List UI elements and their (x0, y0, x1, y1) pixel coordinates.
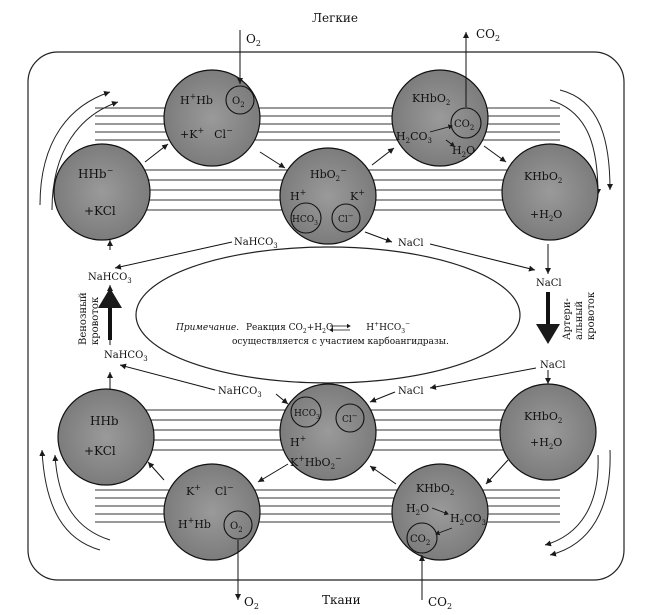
central-ellipse (135, 246, 521, 384)
svg-text:Cl−: Cl− (338, 212, 354, 225)
arterial-label-1: Артери- (562, 298, 573, 340)
svg-text:Cl−: Cl− (342, 412, 358, 425)
svg-text:KHbO2: KHbO2 (412, 92, 450, 107)
svg-text:HbO2−: HbO2− (310, 166, 347, 183)
svg-text:O2: O2 (244, 595, 259, 611)
svg-text:H2CO3: H2CO3 (396, 130, 432, 145)
svg-text:HCO3: HCO3 (292, 215, 318, 227)
venous-label-2: кровоток (90, 296, 101, 345)
cell-khbo2-co2-bottom (391, 463, 489, 561)
o2-bubble-top (225, 85, 255, 115)
tissues-label: Ткани (322, 593, 361, 607)
side-flow-arrows (39, 89, 613, 557)
co2-label-bottom: CO (428, 595, 447, 609)
svg-text:NaHCO3: NaHCO3 (88, 272, 132, 285)
hhb-text-bottom: HHb (90, 414, 119, 428)
co2-bubble-bottom (406, 522, 438, 554)
nahco3-top-center: NaHCO (234, 237, 273, 248)
svg-text:O2: O2 (230, 521, 243, 534)
svg-text:K+Cl−: K+Cl− (186, 483, 234, 498)
o2-label-bottom: O (244, 595, 254, 609)
svg-text:H2CO3: H2CO3 (450, 512, 486, 527)
svg-text:K+HbO2−: K+HbO2− (290, 454, 342, 471)
hhb-minus-text: HHb (78, 167, 107, 181)
o2-label-top: O (246, 32, 256, 46)
cell-hhb-kcl-bottom (57, 388, 155, 486)
arterial-label-3: кровоток (586, 291, 597, 340)
svg-text:H+: H+ (290, 434, 306, 449)
svg-text:H+: H+ (290, 188, 306, 203)
cell-khbo2-h2o-top (501, 143, 599, 241)
svg-text:кровоток: кровоток (90, 296, 101, 345)
cell-khbo2-h2o-bottom (499, 383, 597, 481)
svg-text:CO2: CO2 (454, 119, 474, 132)
svg-text:+H2O: +H2O (530, 208, 562, 223)
svg-text:NaHCO3: NaHCO3 (218, 386, 262, 399)
svg-text:Артери-: Артери- (562, 298, 573, 340)
venous-label-1: Венозный (78, 292, 89, 345)
o2-bubble-bottom (223, 510, 253, 540)
svg-text:кровоток: кровоток (586, 291, 597, 340)
svg-text:Венозный: Венозный (78, 292, 89, 345)
nacl-bottom-center: NaCl (398, 386, 424, 397)
nahco3-left-lower: NaHCO (104, 350, 143, 361)
note-label: Примечание. (175, 323, 239, 333)
svg-text:Примечание. Реакция CO2+H2: Примечание. Реакция CO2+H2O H+HCO3− (175, 320, 410, 335)
nahco3-bottom-center: NaHCO (218, 386, 257, 397)
svg-text:NaHCO3: NaHCO3 (104, 350, 148, 363)
svg-text:HHb−: HHb− (78, 166, 113, 181)
nacl-right-lower: NaCl (540, 360, 566, 371)
nacl-right-upper: NaCl (536, 278, 562, 289)
svg-text:K+: K+ (350, 188, 365, 203)
svg-text:KHbO2: KHbO2 (524, 170, 562, 185)
cell-h-hb-o2-bottom (163, 463, 261, 561)
lungs-label: Легкие (312, 11, 358, 25)
svg-text:альный: альный (574, 301, 585, 340)
svg-text:O2: O2 (232, 96, 245, 109)
co2-label-top: CO (476, 27, 495, 41)
nacl-top-center: NaCl (398, 238, 424, 249)
svg-text:H+Hb: H+Hb (178, 516, 211, 531)
kcl-text-bottom: +KCl (84, 444, 116, 458)
kcl-text-top: +KCl (84, 204, 116, 218)
cell-h-hb-o2-top (163, 69, 261, 167)
svg-text:H2O: H2O (452, 144, 475, 159)
cell-hbo2-center-top (279, 147, 377, 245)
outer-frame (27, 51, 625, 581)
hco3-bubble-top (290, 202, 322, 234)
svg-text:NaHCO3: NaHCO3 (234, 237, 278, 250)
equilibrium-arrows (329, 323, 351, 333)
svg-text:HCO3: HCO3 (294, 409, 320, 421)
cell-hbo2-center-bottom (279, 383, 377, 481)
note-line-2: осуществляется с участием карбоангидразы… (232, 336, 449, 347)
svg-text:CO2: CO2 (476, 27, 500, 43)
svg-text:KHbO2: KHbO2 (416, 482, 454, 497)
cl-bubble-top (331, 203, 361, 233)
hco3-bubble-bottom (290, 396, 322, 428)
nahco3-left-upper: NaHCO (88, 272, 127, 283)
svg-text:H2O: H2O (406, 502, 429, 517)
co2-bubble-top (450, 107, 482, 139)
svg-text:O2: O2 (246, 32, 261, 48)
cl-bubble-bottom (335, 403, 365, 433)
arterial-label-2: альный (574, 301, 585, 340)
svg-text:+H2O: +H2O (530, 436, 562, 451)
svg-text:CO2: CO2 (428, 595, 452, 611)
svg-text:H+Hb: H+Hb (180, 92, 213, 107)
svg-text:+K+Cl−: +K+Cl− (180, 126, 233, 141)
svg-text:KHbO2: KHbO2 (524, 410, 562, 425)
cell-hhb-kcl-top (53, 143, 151, 241)
cell-khbo2-co2-top (391, 69, 489, 167)
svg-text:CO2: CO2 (410, 534, 430, 547)
